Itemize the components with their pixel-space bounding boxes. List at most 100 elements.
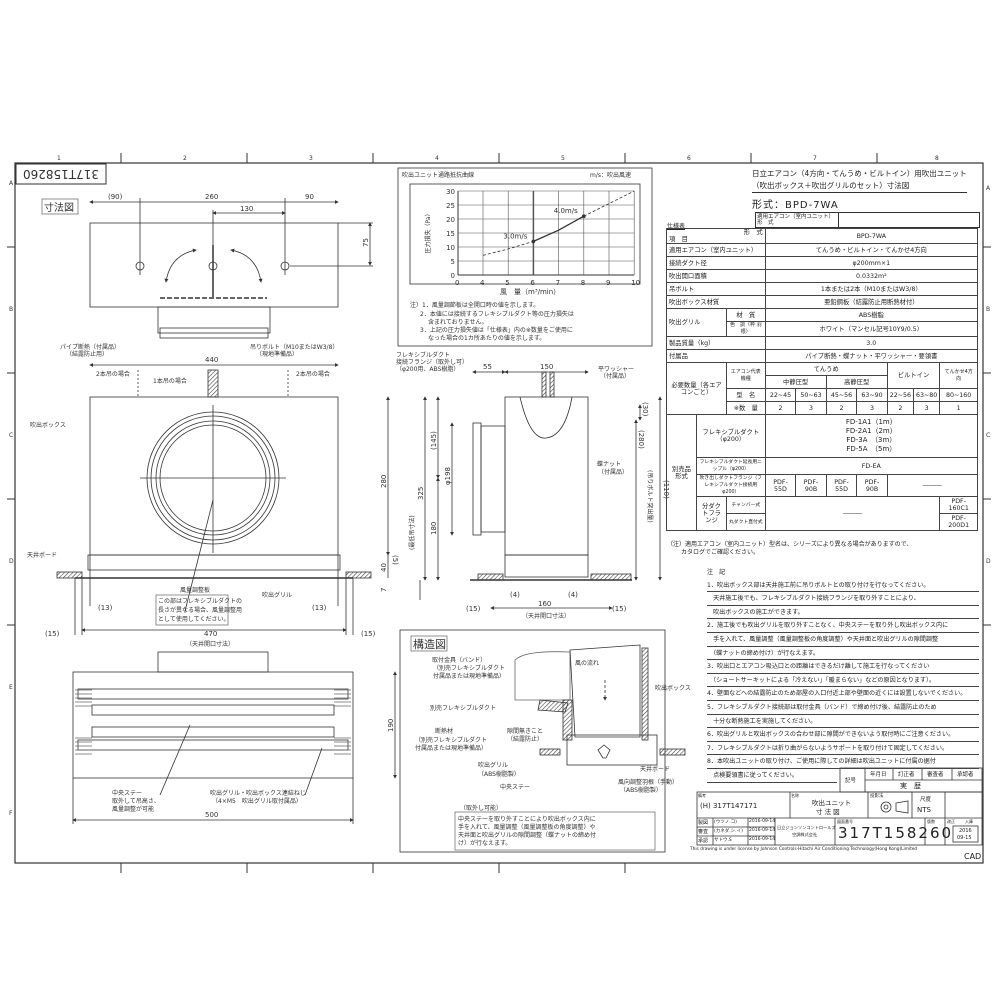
dim-180: 180 bbox=[430, 522, 438, 535]
label-flange-2: 接続フランジ（取外し可） bbox=[396, 358, 468, 366]
signature-role: 承認 bbox=[698, 838, 709, 844]
drawing-number: 317T158260 bbox=[838, 824, 954, 842]
label-no-gap: 隙間無きこと bbox=[507, 727, 543, 735]
header-item: 項 目 bbox=[669, 236, 688, 243]
dim-440: 440 bbox=[205, 356, 218, 364]
label-structure-center-stay: 中央ステー bbox=[500, 783, 530, 791]
label-center-stay: 中央ステー bbox=[112, 789, 142, 797]
note-line: 2．施工後でも吹出グリルを取り外すことなく、中央ステーを取り外し吹出ボックス内に bbox=[707, 619, 979, 633]
label-hanging-bolt: 吊りボルト（M10またはW3/8） bbox=[250, 343, 338, 351]
center-stay-note-2: 風量調整が可能 bbox=[112, 805, 154, 813]
label-nut-sub: （付属品） bbox=[598, 468, 628, 476]
label-side-ceiling-opening: （天井開口寸法） bbox=[522, 612, 570, 620]
label-band-sub-2: 付属品または現地準備品） bbox=[433, 672, 505, 680]
zone-c-right: C bbox=[986, 432, 990, 439]
zone-d: D bbox=[9, 558, 14, 565]
chart-point bbox=[531, 239, 536, 244]
weight-value: 3.0 bbox=[764, 336, 979, 350]
row-value: 亜鉛鋼板（結露防止用断熱材付） bbox=[764, 295, 979, 309]
model-range: 22~45 bbox=[764, 388, 797, 402]
dim-500: 500 bbox=[205, 811, 218, 819]
chart-note-2: 2．本値には接続するフレキシブルダクト等の圧力損失は bbox=[420, 310, 574, 318]
note-line: 吹出ボックスの施工ができます。 bbox=[707, 606, 979, 620]
note-line: 点検要領書に従ってください。 bbox=[707, 769, 837, 783]
zone-f: F bbox=[9, 810, 13, 817]
damper-note-2: 長さが異なる場合、風量調整用 bbox=[158, 606, 242, 614]
signature-role: 審査 bbox=[698, 829, 709, 835]
chart-x-tick: 5 bbox=[505, 279, 509, 287]
label-flex-duct: 別売フレキシブルダクト bbox=[430, 704, 496, 712]
applicable-model-label: 適用エアコン（室内ユニット）形 式 bbox=[756, 213, 839, 227]
drawing-name-2: 寸 法 図 bbox=[816, 808, 840, 816]
chart-y-tick: 25 bbox=[446, 202, 455, 210]
empty-cell-dash: ――― bbox=[886, 474, 979, 497]
chart-x-tick: 9 bbox=[606, 279, 610, 287]
zone-7: 7 bbox=[813, 155, 817, 162]
model-range: 45~56 bbox=[825, 388, 858, 402]
zone-3: 3 bbox=[309, 155, 313, 162]
label-bolt-length: (吊りボルト突出量) bbox=[646, 470, 654, 523]
chart-note-5: なった場合の1カ所あたりの値を示します。 bbox=[428, 334, 545, 342]
issue-label: 入庫 bbox=[965, 819, 973, 824]
structure-view bbox=[399, 629, 686, 853]
revision-header: 記号 bbox=[845, 778, 857, 784]
zone-b: B bbox=[9, 306, 13, 313]
label-min-height: (最低吊寸法) bbox=[408, 515, 416, 550]
label-hanging-bolt-sub: （現地準備品） bbox=[256, 350, 298, 358]
chart-note-4: 3．上記の圧力損失値は「仕様表」内の※数量をご使用に bbox=[420, 326, 573, 334]
cad-label: CAD bbox=[964, 852, 982, 861]
accessories-value: パイプ断熱・蝶ナット・平ワッシャー・要領書 bbox=[764, 349, 979, 363]
signature-date: 2016-09-14 bbox=[749, 837, 776, 842]
label-vane-sub: （ABS樹脂製） bbox=[620, 786, 662, 794]
label-outlet-box: 吹出ボックス bbox=[30, 421, 66, 429]
tenkase-label: てんかせ4方向 bbox=[939, 362, 978, 389]
chamber-model: PDF-160C1 bbox=[939, 496, 978, 514]
spec-table-caption: 仕様表 bbox=[667, 223, 686, 230]
zone-2: 2 bbox=[183, 155, 187, 162]
note-line: 8．本吹出ユニットの取り付け、ご使用に際しての詳細は吹出ユニットに付属の据付 bbox=[707, 755, 979, 769]
zone-labels: 1 2 3 4 5 6 7 8 A B C D E F A B C D bbox=[9, 155, 991, 817]
quantity: 3 bbox=[795, 401, 827, 415]
chart-legend-note: m/s：吹出風速 bbox=[590, 171, 631, 179]
joint-model: FD-EA bbox=[764, 457, 979, 475]
drawing-name-1: 吹出ユニット bbox=[812, 799, 851, 807]
label-pipe-insulation-sub: （結露防止用） bbox=[66, 350, 108, 358]
model-label: 型 名 bbox=[726, 388, 766, 402]
chart-grid bbox=[457, 190, 635, 276]
company-name-2: 空調株式会社 bbox=[792, 832, 818, 837]
zone-8: 8 bbox=[935, 155, 939, 162]
spec-footnote-1: （注）適用エアコン（室内ユニット）型名は、シリーズにより異なる場合がありますので… bbox=[667, 541, 913, 548]
note-line: 7．フレキシブルダクトは折り曲がらないようサポートを取り付けて固定してください。 bbox=[707, 742, 979, 756]
flex-duct-label: フレキシブルダクト（φ200） bbox=[696, 414, 766, 458]
flange-model: PDF-90B bbox=[856, 474, 888, 497]
model-name: 形式：BPD-7WA bbox=[752, 200, 839, 211]
side-view bbox=[419, 370, 662, 610]
revision-row: 実 歴 bbox=[900, 782, 921, 790]
label-ceiling-opening: （天井開口寸法） bbox=[186, 640, 234, 648]
row-label: 吹出開口面積 bbox=[666, 269, 766, 283]
row-value: 1本または2本（M10またはW3/8） bbox=[764, 282, 979, 296]
label-airflow: 風の流れ bbox=[575, 659, 599, 667]
dim-280-side: (280) bbox=[637, 430, 645, 449]
zone-4: 4 bbox=[435, 155, 439, 162]
note-line: 3．吹出口とエアコン吸込口との距離はできるだけ離して施工を行なってください bbox=[707, 660, 979, 674]
chart-x-tick: 10 bbox=[631, 279, 640, 287]
branch-flange-label: 分ダクトフランジ bbox=[696, 496, 727, 531]
label-insulation: 断熱材 bbox=[435, 727, 453, 735]
flange-model: PDF-55D bbox=[764, 474, 797, 497]
flex-duct-model: FD-2A1（2m） bbox=[845, 427, 897, 435]
dim-plan-130: 130 bbox=[240, 205, 253, 213]
chamber-label: チャンバー式 bbox=[726, 496, 766, 514]
grille-material: ABS樹脂 bbox=[764, 308, 979, 322]
bottom-view bbox=[72, 651, 397, 824]
chart-x-tick: 4 bbox=[480, 279, 485, 287]
chart-x-tick: 0 bbox=[455, 279, 459, 287]
grille-material-label: 材 質 bbox=[726, 308, 766, 322]
chart-ylabel: 圧力損失（Pa） bbox=[424, 210, 432, 253]
flex-duct-model: FD-3A （3m） bbox=[846, 436, 897, 444]
label-screw-sub: （4×M5 吹出グリル取付属品） bbox=[212, 797, 302, 805]
revision-header: 承認者 bbox=[957, 772, 974, 778]
row-label: 吊ボルト bbox=[666, 282, 766, 296]
dim-plan-90a: (90) bbox=[108, 193, 123, 201]
